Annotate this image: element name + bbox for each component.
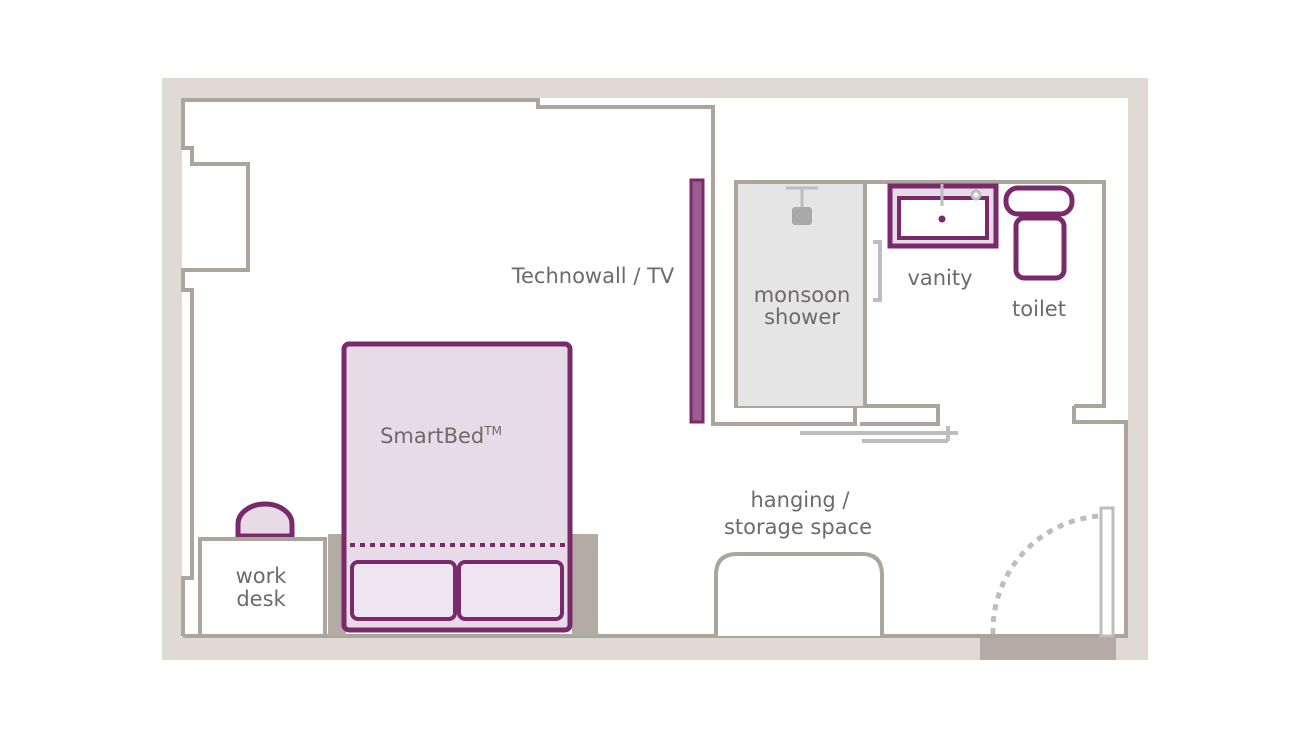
storage-label: storage space — [724, 515, 872, 539]
smartbed-label: SmartBedTM — [380, 424, 502, 448]
hanging-label: hanging / — [750, 488, 850, 512]
technowall-tv — [689, 178, 705, 424]
bed-pillow-left — [350, 560, 457, 621]
desk-chair — [235, 501, 295, 539]
smartbed-trademark: TM — [483, 424, 502, 438]
vanity-unit — [887, 183, 999, 249]
outer-wall — [162, 78, 1148, 660]
toilet-fixture — [1003, 185, 1075, 281]
entry-door — [990, 506, 1115, 638]
storage-unit — [714, 552, 884, 636]
work-label: work — [236, 564, 288, 588]
desk-label: desk — [236, 587, 286, 611]
toilet-label: toilet — [1012, 297, 1066, 321]
monsoon-label: monsoon — [754, 283, 851, 307]
towel-rail — [800, 426, 958, 443]
technowall-label: Technowall / TV — [511, 264, 675, 288]
smartbed — [328, 341, 598, 636]
vanity-label: vanity — [907, 266, 972, 290]
work-desk — [198, 501, 327, 638]
shower-label: shower — [764, 305, 840, 329]
monsoon-shower — [738, 184, 882, 406]
smartbed-name: SmartBed — [380, 424, 484, 448]
bed-pillow-right — [457, 560, 564, 621]
